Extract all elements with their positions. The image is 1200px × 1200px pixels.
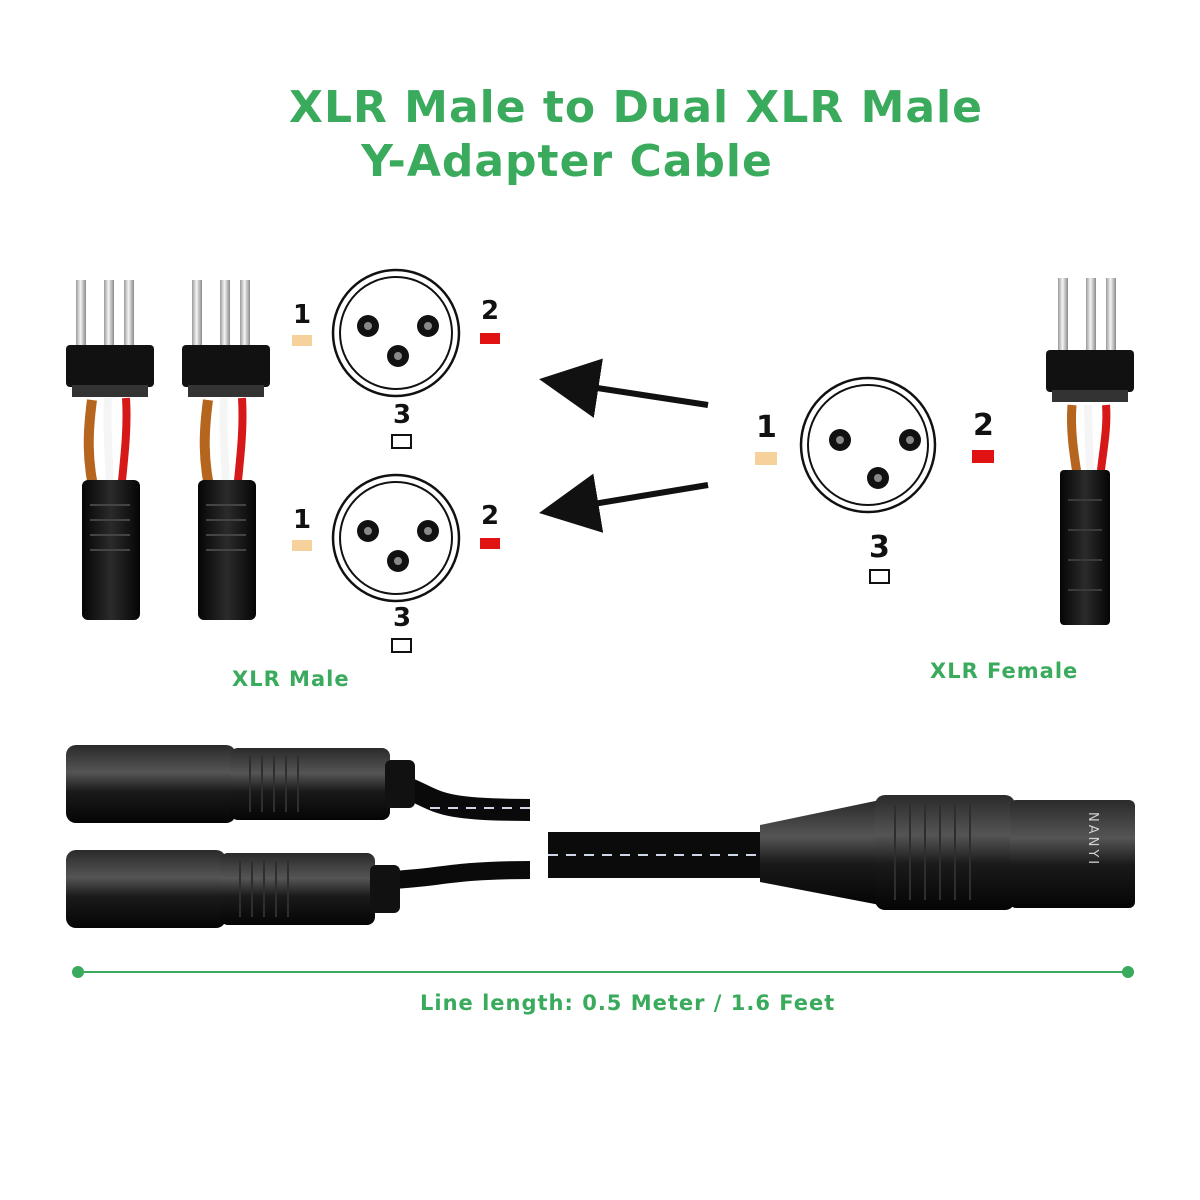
brand-label: NANYI [1085, 812, 1100, 868]
line-length-caption: Line length: 0.5 Meter / 1.6 Feet [420, 991, 836, 1015]
pin-2-color-female [972, 450, 994, 463]
male-pin-diagram-bottom [331, 473, 461, 603]
pin-2-color-bottom [480, 538, 500, 549]
female-plug-wiring [1046, 278, 1134, 625]
title-line-1: XLR Male to Dual XLR Male [289, 82, 983, 133]
xlr-female-caption: XLR Female [930, 659, 1079, 683]
pin-label-3-top: 3 [393, 400, 412, 430]
pin-label-3-female: 3 [869, 530, 890, 565]
pin-label-2-top: 2 [481, 296, 500, 326]
arrow-to-top [539, 358, 709, 418]
pin-label-3-bottom: 3 [393, 603, 412, 633]
dual-male-connectors [66, 745, 531, 928]
pin-label-1-bottom: 1 [293, 505, 312, 535]
pin-3-color-bottom [391, 638, 412, 653]
pin-1-color-female [755, 452, 777, 465]
pin-label-2-bottom: 2 [481, 501, 500, 531]
pin-label-2-female: 2 [973, 408, 994, 443]
pin-2-color-top [480, 333, 500, 344]
female-pin-diagram [799, 376, 937, 514]
pin-1-color-top [292, 335, 312, 346]
title-line-2: Y-Adapter Cable [361, 136, 773, 187]
pin-1-color-bottom [292, 540, 312, 551]
pin-label-1-female: 1 [756, 410, 777, 445]
length-indicator-line [72, 966, 1134, 978]
male-plug-wiring-left [66, 280, 154, 620]
xlr-male-caption: XLR Male [232, 667, 350, 691]
male-pin-diagram-top [331, 268, 461, 398]
pin-3-color-female [869, 569, 890, 584]
pin-label-1-top: 1 [293, 300, 312, 330]
pin-3-color-top [391, 434, 412, 449]
male-plug-wiring-right [182, 280, 270, 620]
arrow-to-bottom [539, 473, 709, 533]
main-cable-and-connector [548, 795, 1135, 910]
